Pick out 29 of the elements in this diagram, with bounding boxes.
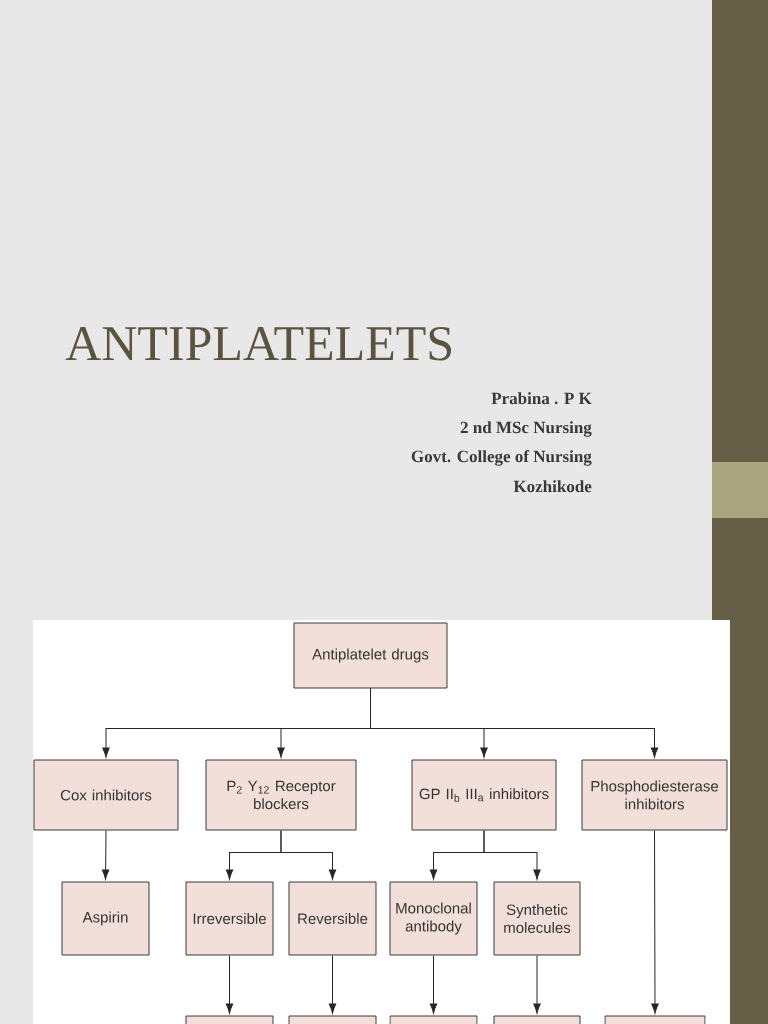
empty-box: [185, 1015, 274, 1024]
arrow: [483, 829, 541, 880]
flowchart-box: Aspirin: [61, 881, 150, 956]
flowchart-box: GP II$_{b}$ III$_{a}$ inhibitors: [411, 759, 557, 831]
arrow: [328, 954, 337, 1014]
author-line: 2 nd MSc Nursing: [460, 421, 592, 437]
empty-box: [604, 1015, 706, 1024]
arrow: [651, 829, 659, 1014]
flowchart-box: Phosphodiesterase inhibitors: [581, 759, 728, 831]
flowchart-box: Monoclonal antibody: [389, 881, 478, 956]
arrow: [370, 687, 659, 758]
slide-title: ANTIPLATELETS: [65, 326, 451, 361]
arrow: [280, 829, 337, 880]
arrow: [429, 954, 438, 1014]
flowchart-box: Synthetic molecules: [493, 881, 581, 956]
empty-box: [493, 1015, 581, 1024]
flowchart-box: Irreversible: [185, 881, 274, 956]
arrow: [225, 954, 234, 1014]
flowchart-box: P$_{2}$ Y$_{12}$ Receptor blockers: [205, 759, 357, 831]
author-line: Prabina . P K: [491, 392, 592, 405]
author-line: Govt. College of Nursing: [411, 450, 592, 466]
empty-box: [389, 1015, 478, 1024]
empty-box: [288, 1015, 377, 1024]
author-line: Kozhikode: [513, 480, 592, 493]
flowchart-box: Reversible: [288, 881, 377, 956]
arrow: [533, 954, 541, 1014]
flowchart-box: Antiplatelet drugs: [293, 622, 448, 689]
arrow: [101, 829, 110, 880]
flowchart-box: Cox inhibitors: [33, 759, 179, 831]
